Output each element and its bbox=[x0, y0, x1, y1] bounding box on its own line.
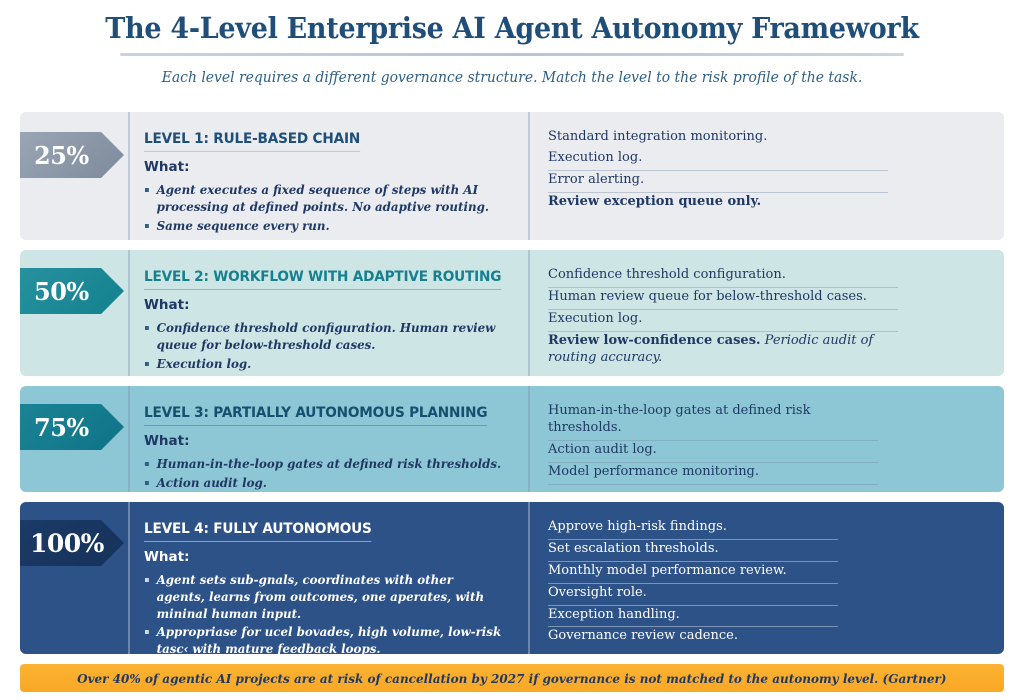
governance-item: Exception handling. bbox=[548, 606, 838, 628]
autonomy-percent-badge-2: 50% bbox=[20, 268, 124, 314]
governance-item: Governance review cadence. bbox=[548, 628, 738, 644]
governance-item: Set escalation thresholds. bbox=[548, 540, 838, 562]
level-4-bullets: Agent sets sub-gnals, coordinates with o… bbox=[144, 572, 514, 654]
governance-item: Error alerting. bbox=[548, 171, 888, 193]
footer-text: Over 40% of agentic AI projects are at r… bbox=[77, 670, 947, 686]
page-title: The 4-Level Enterprise AI Agent Autonomy… bbox=[105, 11, 919, 45]
title-divider bbox=[120, 53, 904, 57]
list-item: Human-in-the-loop gates at defined risk … bbox=[144, 456, 503, 473]
governance-item: Confidence threshold configuration. bbox=[548, 266, 898, 288]
governance-item: Human-in-the-loop gates at defined risk … bbox=[548, 402, 878, 441]
level-2-title: LEVEL 2: WORKFLOW WITH ADAPTIVE ROUTING bbox=[144, 269, 501, 290]
level-2-badge-column: 50% bbox=[20, 250, 128, 376]
list-item: Execution log. bbox=[144, 356, 503, 373]
governance-item-italic-part: Periodic audit of routing accuracy. bbox=[548, 332, 874, 365]
level-3-badge-column: 75% bbox=[20, 386, 128, 492]
level-2-description: LEVEL 2: WORKFLOW WITH ADAPTIVE ROUTING … bbox=[128, 250, 528, 376]
governance-item: Approve high-risk findings. bbox=[548, 518, 838, 540]
level-1-badge-column: 25% bbox=[20, 112, 128, 240]
list-item: Appropriase for ucel bovades, high volum… bbox=[144, 624, 503, 654]
list-item: Confidence threshold configuration. Huma… bbox=[144, 320, 503, 354]
governance-item: Model performance monitoring. bbox=[548, 463, 878, 485]
level-3-governance: Human-in-the-loop gates at defined risk … bbox=[528, 386, 1004, 492]
governance-item: Human review queue for below-threshold c… bbox=[548, 288, 898, 310]
governance-item: Review low-confidence cases. Periodic au… bbox=[548, 332, 898, 370]
level-2-what-label: What: bbox=[144, 297, 190, 313]
autonomy-percent-badge-3: 75% bbox=[20, 404, 124, 450]
list-item: Action audit log. bbox=[144, 475, 503, 492]
autonomy-percent-badge-4: 100% bbox=[20, 520, 124, 566]
governance-item: Standard integration monitoring. bbox=[548, 129, 768, 144]
level-1-what-label: What: bbox=[144, 159, 190, 175]
level-4-governance: Approve high-risk findings. Set escalati… bbox=[528, 502, 1004, 654]
level-2-bullets: Confidence threshold configuration. Huma… bbox=[144, 320, 514, 372]
level-card-list: 25% LEVEL 1: RULE-BASED CHAIN What: Agen… bbox=[20, 112, 1004, 664]
list-item: Same sequence every run. bbox=[144, 218, 503, 235]
level-1-bullets: Agent executes a fixed sequence of steps… bbox=[144, 182, 514, 234]
governance-item: Execution log. bbox=[548, 310, 898, 332]
list-item: Agent executes a fixed sequence of steps… bbox=[144, 182, 503, 216]
level-card-4: 100% LEVEL 4: FULLY AUTONOMOUS What: Age… bbox=[20, 502, 1004, 654]
autonomy-percent-badge-1: 25% bbox=[20, 132, 124, 178]
governance-item: Execution log. bbox=[548, 149, 888, 171]
governance-item: Oversight role. bbox=[548, 584, 838, 606]
governance-item: Monthly model performance review. bbox=[548, 562, 838, 584]
governance-item: Review exception queue only. bbox=[548, 193, 762, 209]
level-4-what-label: What: bbox=[144, 549, 190, 565]
level-3-description: LEVEL 3: PARTIALLY AUTONOMOUS PLANNING W… bbox=[128, 386, 528, 492]
level-3-title: LEVEL 3: PARTIALLY AUTONOMOUS PLANNING bbox=[144, 405, 488, 426]
level-4-description: LEVEL 4: FULLY AUTONOMOUS What: Agent se… bbox=[128, 502, 528, 654]
header: The 4-Level Enterprise AI Agent Autonomy… bbox=[0, 0, 1024, 86]
level-1-governance: Standard integration monitoring. Executi… bbox=[528, 112, 1004, 240]
level-3-what-label: What: bbox=[144, 433, 190, 449]
level-card-2: 50% LEVEL 2: WORKFLOW WITH ADAPTIVE ROUT… bbox=[20, 250, 1004, 376]
level-4-badge-column: 100% bbox=[20, 502, 128, 654]
governance-item: Action audit log. bbox=[548, 441, 878, 463]
level-2-governance: Confidence threshold configuration. Huma… bbox=[528, 250, 1004, 376]
level-card-3: 75% LEVEL 3: PARTIALLY AUTONOMOUS PLANNI… bbox=[20, 386, 1004, 492]
level-4-title: LEVEL 4: FULLY AUTONOMOUS bbox=[144, 521, 372, 542]
page-subtitle: Each level requires a different governan… bbox=[161, 70, 863, 87]
list-item: Agent sets sub-gnals, coordinates with o… bbox=[144, 572, 503, 622]
level-3-bullets: Human-in-the-loop gates at defined risk … bbox=[144, 456, 514, 492]
footer-statistic-banner: Over 40% of agentic AI projects are at r… bbox=[20, 664, 1004, 692]
governance-item-bold-part: Review low-confidence cases. bbox=[548, 332, 761, 348]
level-card-1: 25% LEVEL 1: RULE-BASED CHAIN What: Agen… bbox=[20, 112, 1004, 240]
level-1-title: LEVEL 1: RULE-BASED CHAIN bbox=[144, 131, 360, 152]
level-1-description: LEVEL 1: RULE-BASED CHAIN What: Agent ex… bbox=[128, 112, 528, 240]
